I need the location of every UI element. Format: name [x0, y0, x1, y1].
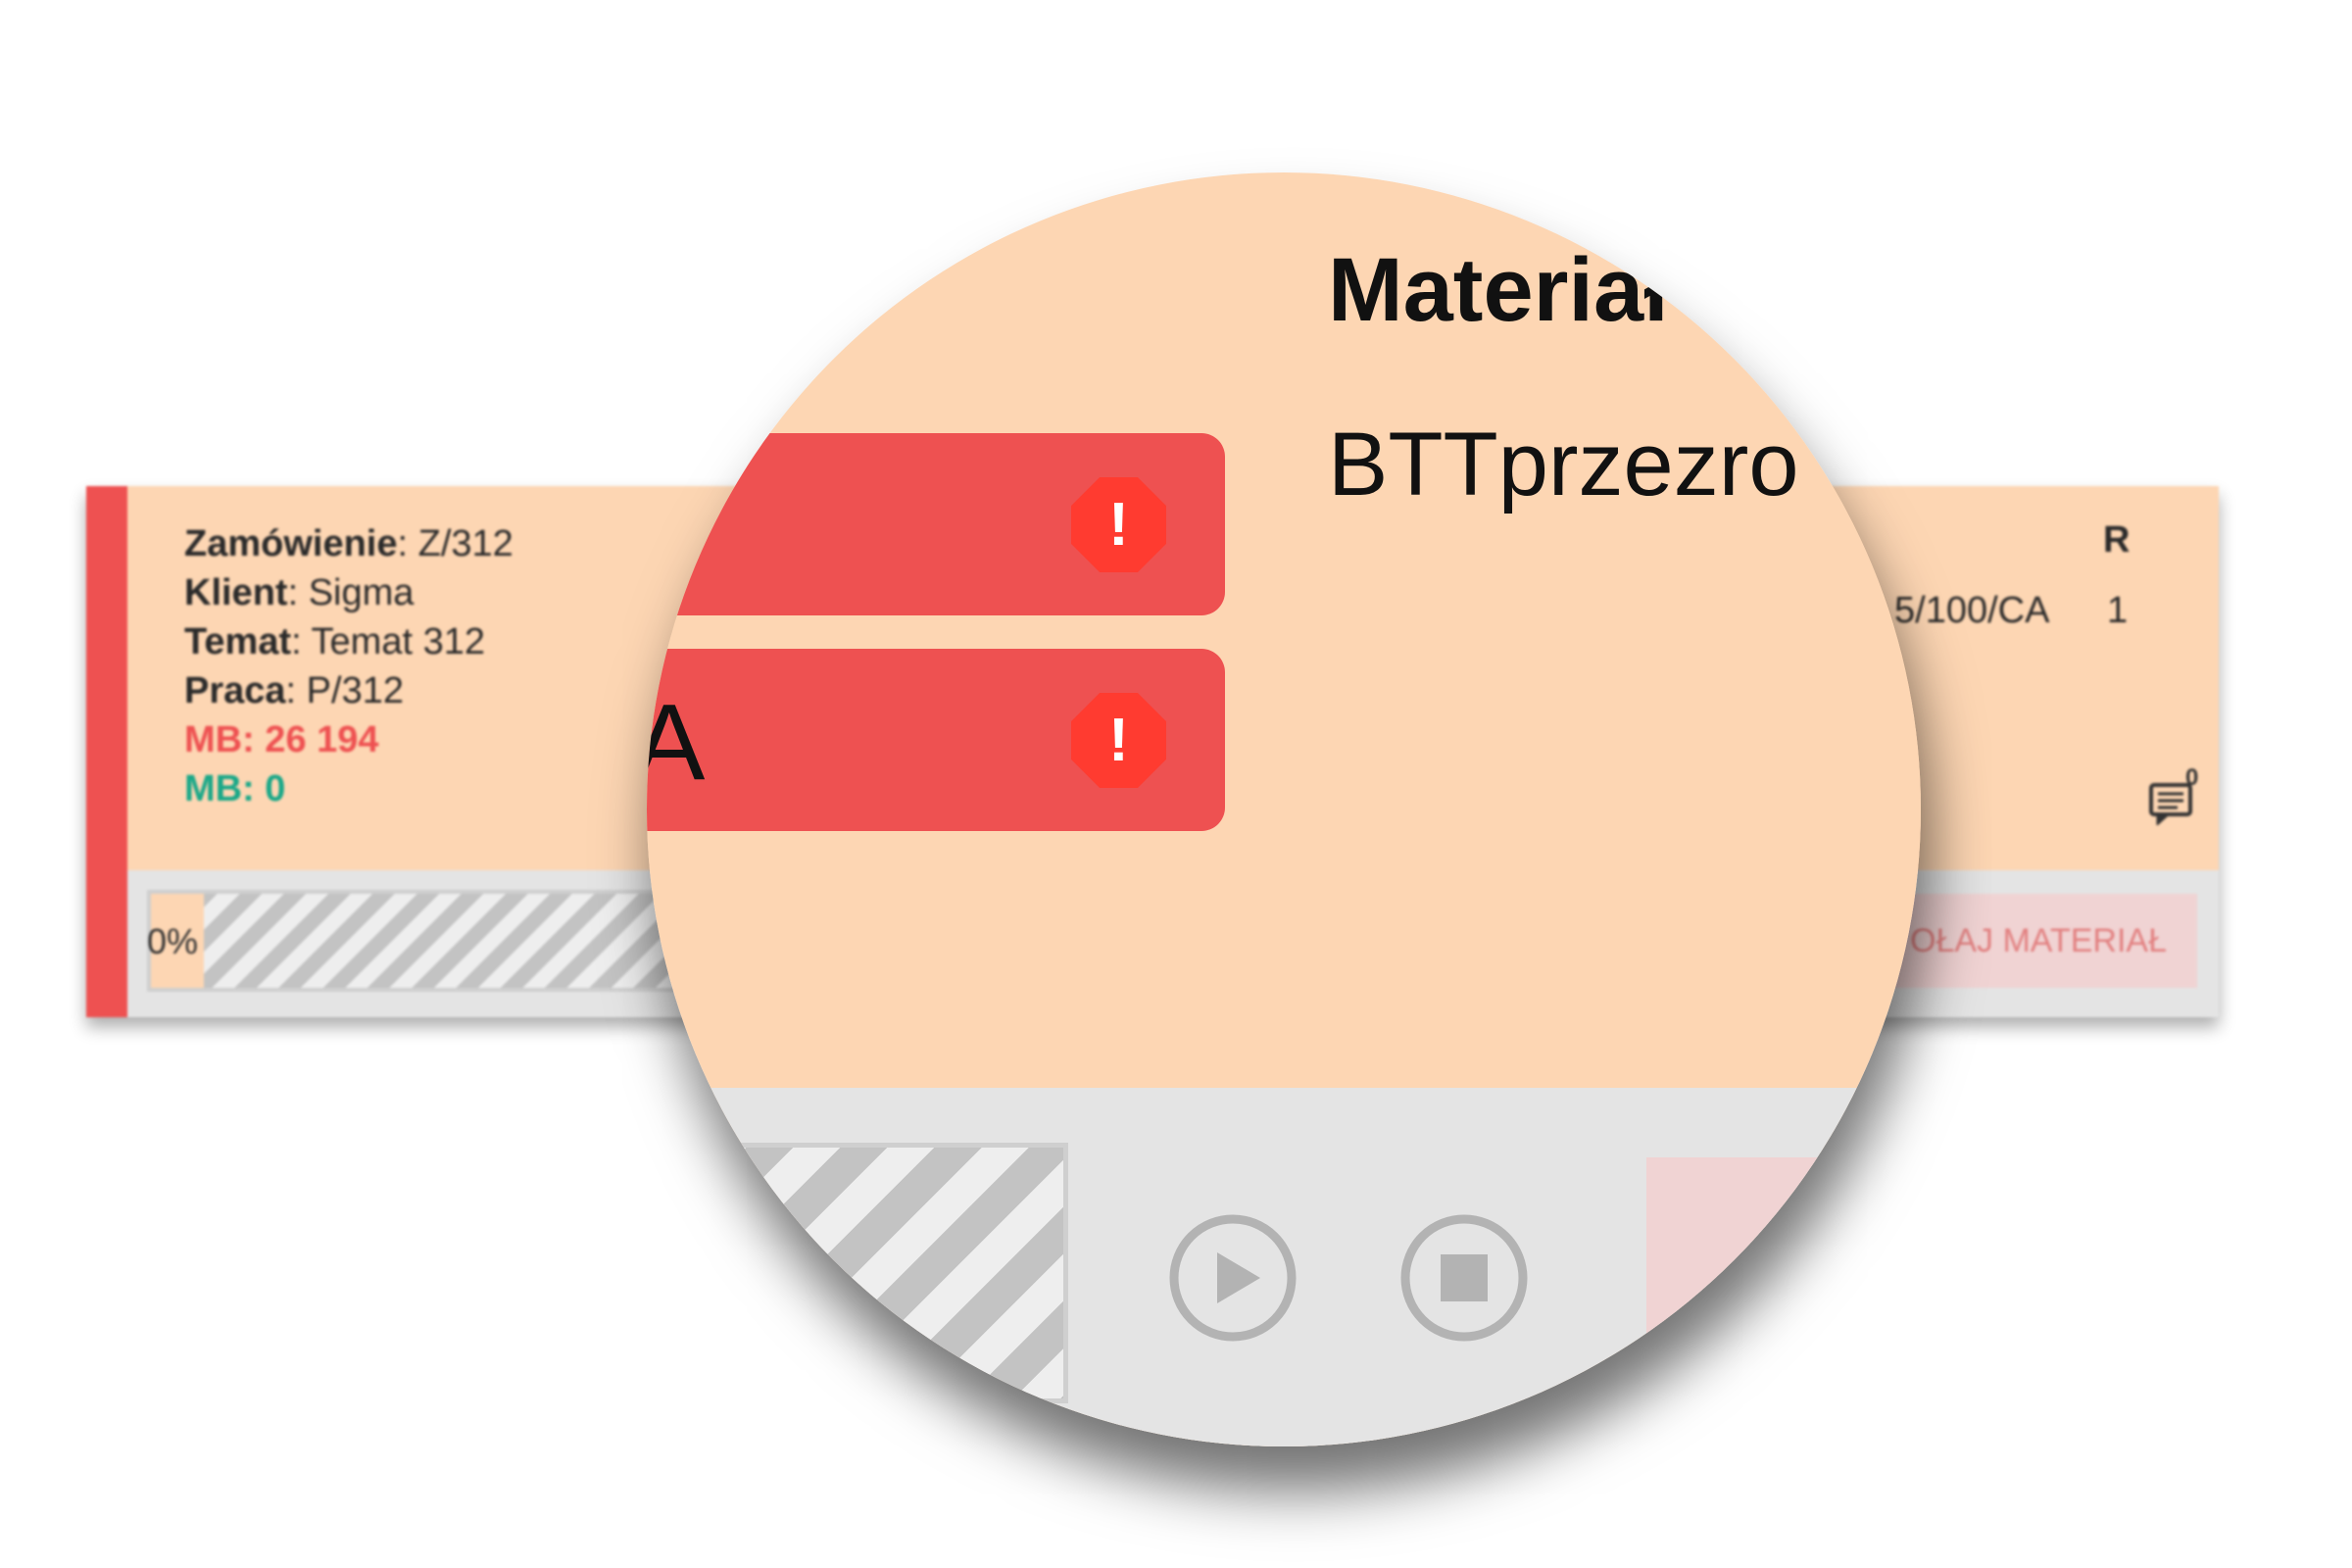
stop-icon[interactable]: [1397, 1211, 1531, 1345]
play-icon[interactable]: [1166, 1211, 1299, 1345]
client-label: Klient: [184, 572, 288, 613]
magnifier: Materiał BTTprzezro ! A !: [647, 172, 1921, 1446]
job-row: Praca: P/312: [184, 670, 404, 711]
r-value: 1: [2107, 590, 2129, 631]
magnified-release-button[interactable]: [1646, 1157, 1921, 1446]
job-value: P/312: [306, 670, 404, 711]
order-row: Zamówienie: Z/312: [184, 523, 514, 564]
alert-bar-2[interactable]: A !: [647, 649, 1225, 831]
topic-row: Temat: Temat 312: [184, 621, 485, 662]
warning-icon: !: [1071, 693, 1166, 788]
client-value: Sigma: [308, 572, 415, 613]
material-header: Materiał: [1328, 240, 1669, 340]
alert-text: A: [647, 682, 706, 803]
client-row: Klient: Sigma: [184, 572, 415, 613]
magnifier-content: Materiał BTTprzezro ! A !: [647, 172, 1921, 1446]
comment-count: 0: [2185, 764, 2199, 791]
mb-required: MB: 26 194: [184, 719, 379, 760]
progress-fill: [151, 894, 204, 988]
magnified-progress-bar: [647, 1143, 1068, 1403]
job-label: Praca: [184, 670, 286, 711]
alert-bar-1[interactable]: !: [647, 433, 1225, 615]
comment-icon[interactable]: [2148, 782, 2193, 825]
mb-done: MB: 0: [184, 768, 286, 809]
status-stripe: [86, 486, 127, 1017]
release-material-button[interactable]: OŁAJ MATERIAŁ: [1880, 894, 2197, 988]
order-info: Zamówienie: Z/312 Klient: Sigma Temat: T…: [184, 519, 514, 813]
material-code: 5/100/CA: [1894, 590, 2050, 631]
topic-value: Temat 312: [311, 621, 485, 662]
topic-label: Temat: [184, 621, 292, 662]
warning-icon: !: [1071, 477, 1166, 572]
progress-bar: [147, 890, 696, 992]
column-r-header: R: [2103, 519, 2131, 561]
order-value: Z/312: [417, 523, 514, 564]
material-value: BTTprzezro: [1328, 415, 1799, 514]
order-label: Zamówienie: [184, 523, 398, 564]
progress-label: 0%: [147, 921, 199, 961]
